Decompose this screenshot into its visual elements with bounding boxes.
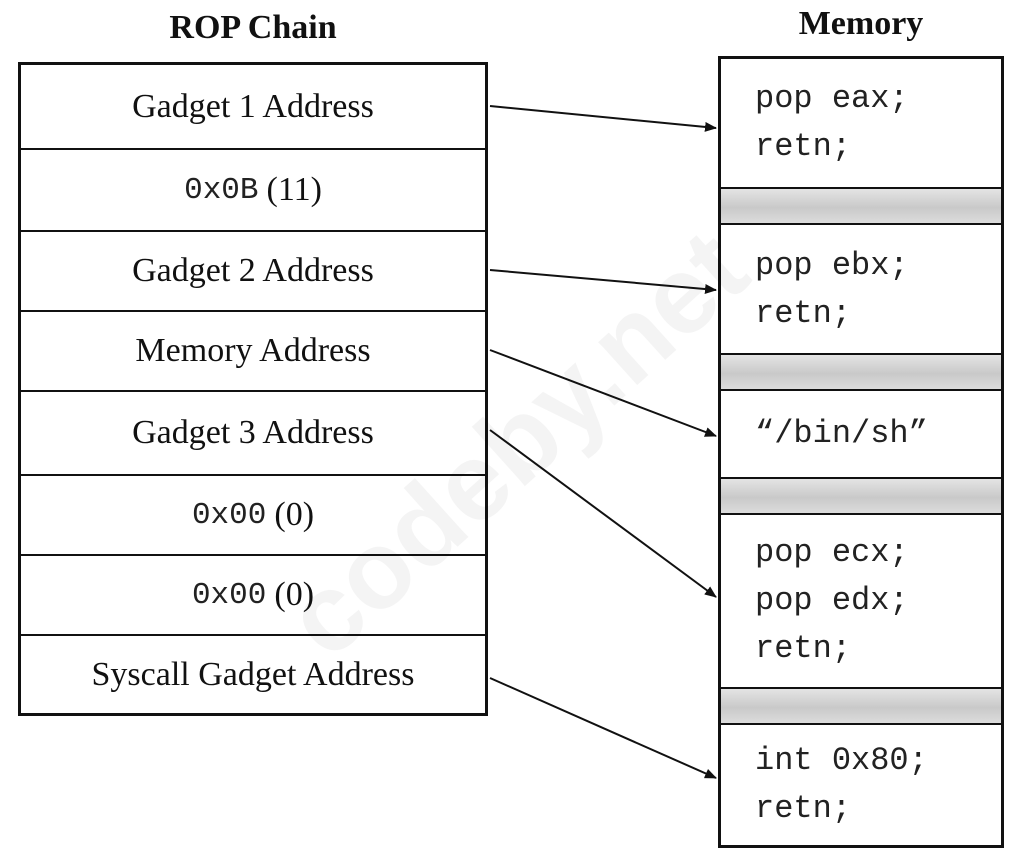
rop-row-decimal: (0) [274,576,315,613]
rop-row-hex: 0x0B [184,172,259,208]
rop-row-label: Gadget 3 Address [132,414,374,451]
memory-region: pop eax; retn; pop ebx; retn; “/bin/sh” … [718,56,1004,848]
memory-cell-gadget-1: pop eax; retn; [721,59,1001,187]
memory-title: Memory [798,5,924,42]
rop-row-hex: 0x00 [191,577,267,613]
memory-gap [721,687,1001,725]
rop-row-syscall-gadget-address: Syscall Gadget Address [21,636,485,713]
memory-cell-syscall-gadget: int 0x80; retn; [721,725,1001,845]
rop-row-label: Gadget 1 Address [132,87,374,125]
rop-row-label: Syscall Gadget Address [91,655,415,693]
rop-row-hex: 0x00 [191,497,267,533]
memory-code-line: pop edx; [755,582,909,619]
rop-row-label: Memory Address [135,332,371,369]
memory-code-line: pop ebx; [755,247,909,284]
memory-gap [721,187,1001,225]
memory-code-line: retn; [755,630,852,667]
rop-row-decimal: (11) [266,171,322,208]
arrow-syscall-to-int-0x80 [489,677,717,779]
memory-gap [721,477,1001,515]
rop-chain-title: ROP Chain [169,9,337,46]
memory-code-line: “/bin/sh” [755,415,928,452]
rop-row-memory-address: Memory Address [21,312,485,392]
memory-code-line: pop ecx; [755,534,909,571]
rop-row-value-0x0b: 0x0B(11) [21,150,485,232]
rop-row-gadget-3-address: Gadget 3 Address [21,392,485,476]
rop-row-gadget-2-address: Gadget 2 Address [21,232,485,312]
memory-cell-gadget-3: pop ecx; pop edx; retn; [721,515,1001,687]
rop-row-gadget-1-address: Gadget 1 Address [21,65,485,150]
memory-gap [721,353,1001,391]
rop-row-value-0x00-second: 0x00(0) [21,556,485,636]
rop-row-decimal: (0) [274,496,315,533]
arrow-gadget-1-to-pop-eax [489,105,717,132]
memory-cell-bin-sh-string: “/bin/sh” [721,391,1001,477]
memory-code-line: pop eax; [755,80,909,117]
memory-code-line: retn; [755,295,852,332]
memory-code-line: retn; [755,128,852,165]
rop-row-label: Gadget 2 Address [132,252,374,289]
memory-cell-gadget-2: pop ebx; retn; [721,225,1001,355]
rop-row-value-0x00-first: 0x00(0) [21,476,485,556]
rop-chain-stack: Gadget 1 Address 0x0B(11) Gadget 2 Addre… [18,62,488,716]
memory-code-line: int 0x80; [755,742,928,779]
memory-code-line: retn; [755,790,852,827]
